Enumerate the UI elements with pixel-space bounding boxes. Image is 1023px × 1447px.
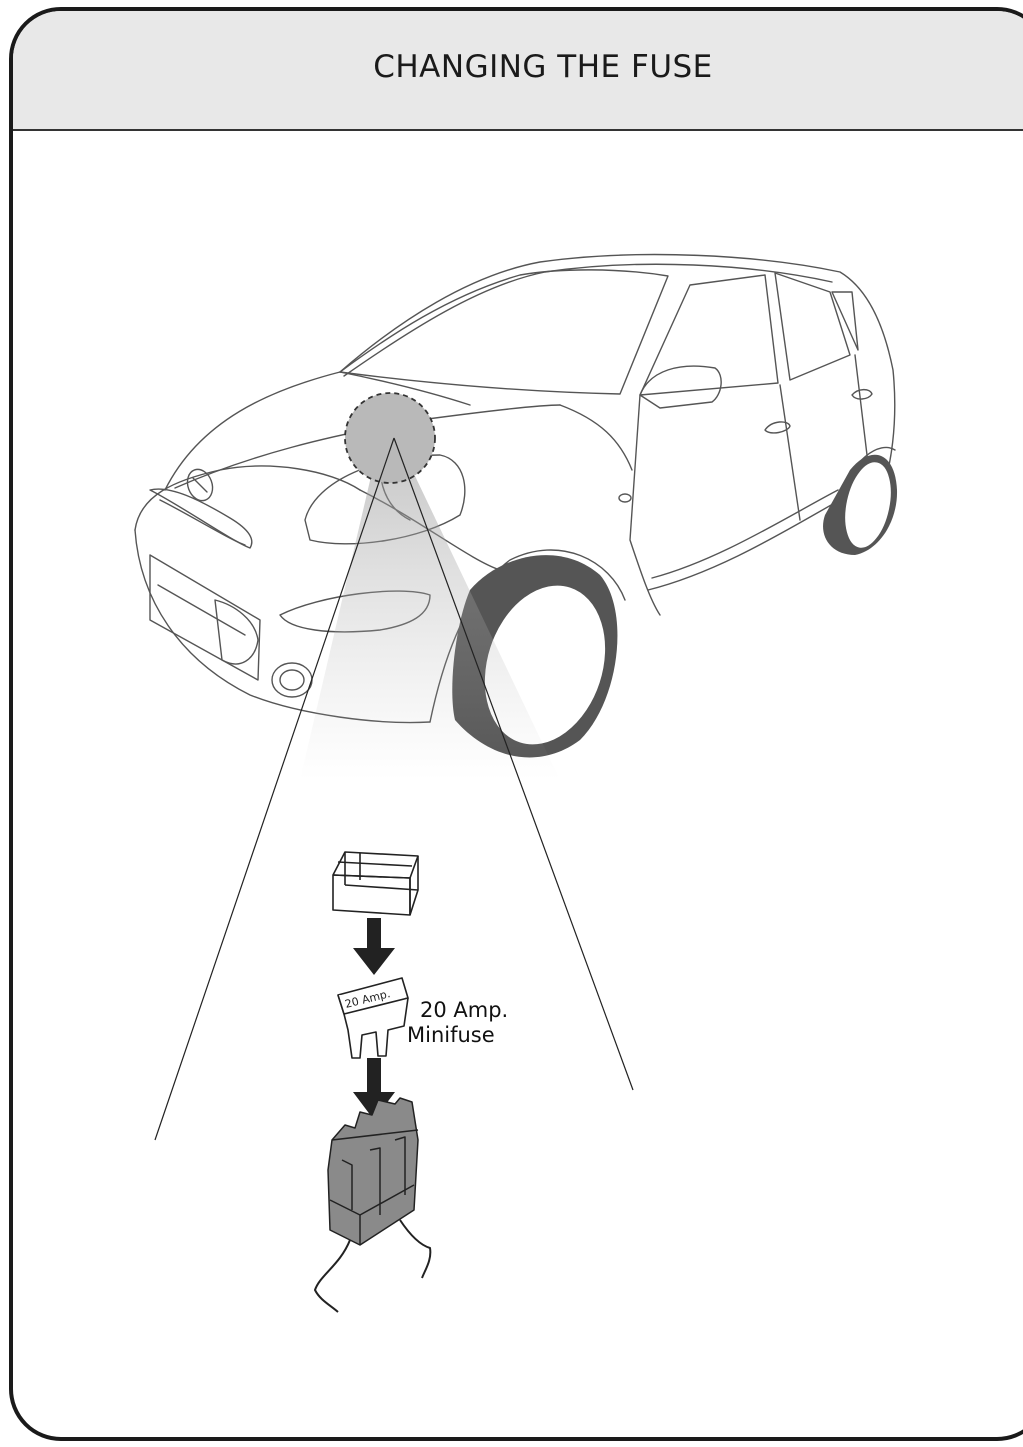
header-bar: CHANGING THE FUSE (13, 11, 1023, 131)
callout-line-1: 20 Amp. (420, 998, 509, 1022)
page-title: CHANGING THE FUSE (373, 49, 713, 85)
down-arrow-icon (353, 918, 395, 975)
page-frame: CHANGING THE FUSE (9, 7, 1023, 1441)
fuse-cover-icon (332, 851, 419, 916)
fuse-holder-icon (314, 1097, 432, 1313)
minifuse-icon: 20 Amp. (337, 977, 409, 1059)
callout-line-2: Minifuse (407, 1023, 495, 1047)
minifuse-callout: 20 Amp. Minifuse (407, 998, 508, 1048)
fuse-location-highlight (154, 392, 634, 1141)
rear-tire (823, 454, 898, 555)
